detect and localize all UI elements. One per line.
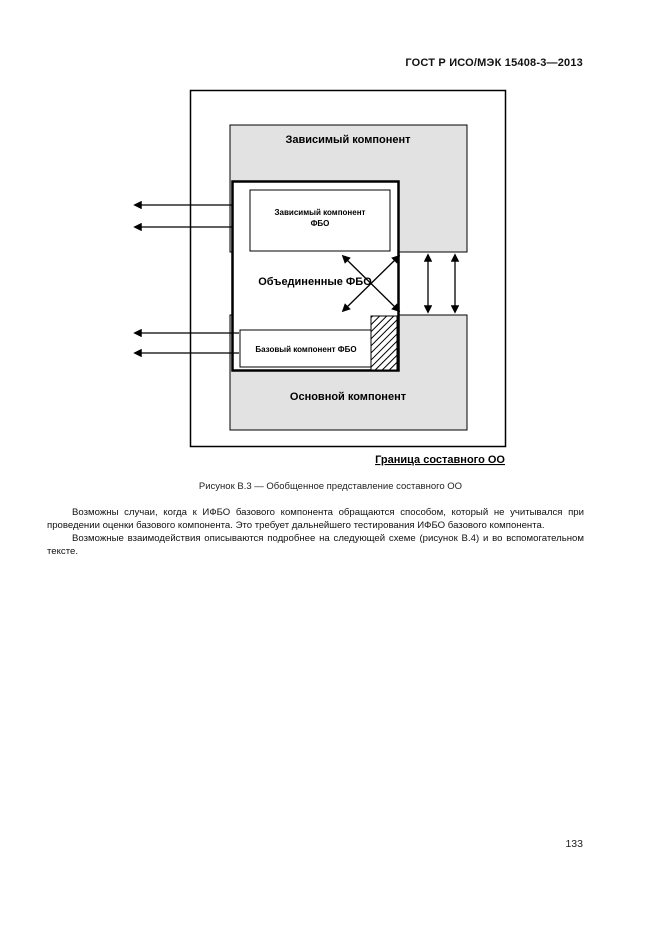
arrow-group (133, 200, 460, 358)
composite-toe-boundary-label: Граница составного ОО (375, 454, 505, 466)
paragraph-1: Возможны случаи, когда к ИФБО базового к… (47, 507, 584, 531)
dependent-tsf-box (249, 189, 391, 252)
dependent-tsf-label-line1: Зависимый компонент (275, 208, 366, 217)
figure-b3-diagram: Зависимый компонент Зависимый компонент … (133, 89, 507, 466)
base-tsf-box (239, 329, 374, 368)
combined-tsf-label: Объединенные ФБО (258, 276, 372, 288)
body-text: Возможны случаи, когда к ИФБО базового к… (47, 506, 584, 558)
cross-interaction-arrow-2 (341, 254, 401, 313)
figure-caption: Рисунок В.3 — Обобщенное представление с… (198, 481, 463, 492)
main-component-label: Основной компонент (290, 391, 407, 403)
base-tsf-label: Базовый компонент ФБО (255, 345, 356, 354)
page-number: 133 (565, 838, 583, 850)
dependent-tsf-label-line2: ФБО (311, 219, 330, 228)
hatched-interface-area (370, 315, 398, 371)
paragraph-2: Возможные взаимодействия описываются под… (47, 533, 584, 557)
dependent-component-label: Зависимый компонент (286, 134, 412, 146)
document-header: ГОСТ Р ИСО/МЭК 15408-3—2013 (405, 57, 583, 69)
